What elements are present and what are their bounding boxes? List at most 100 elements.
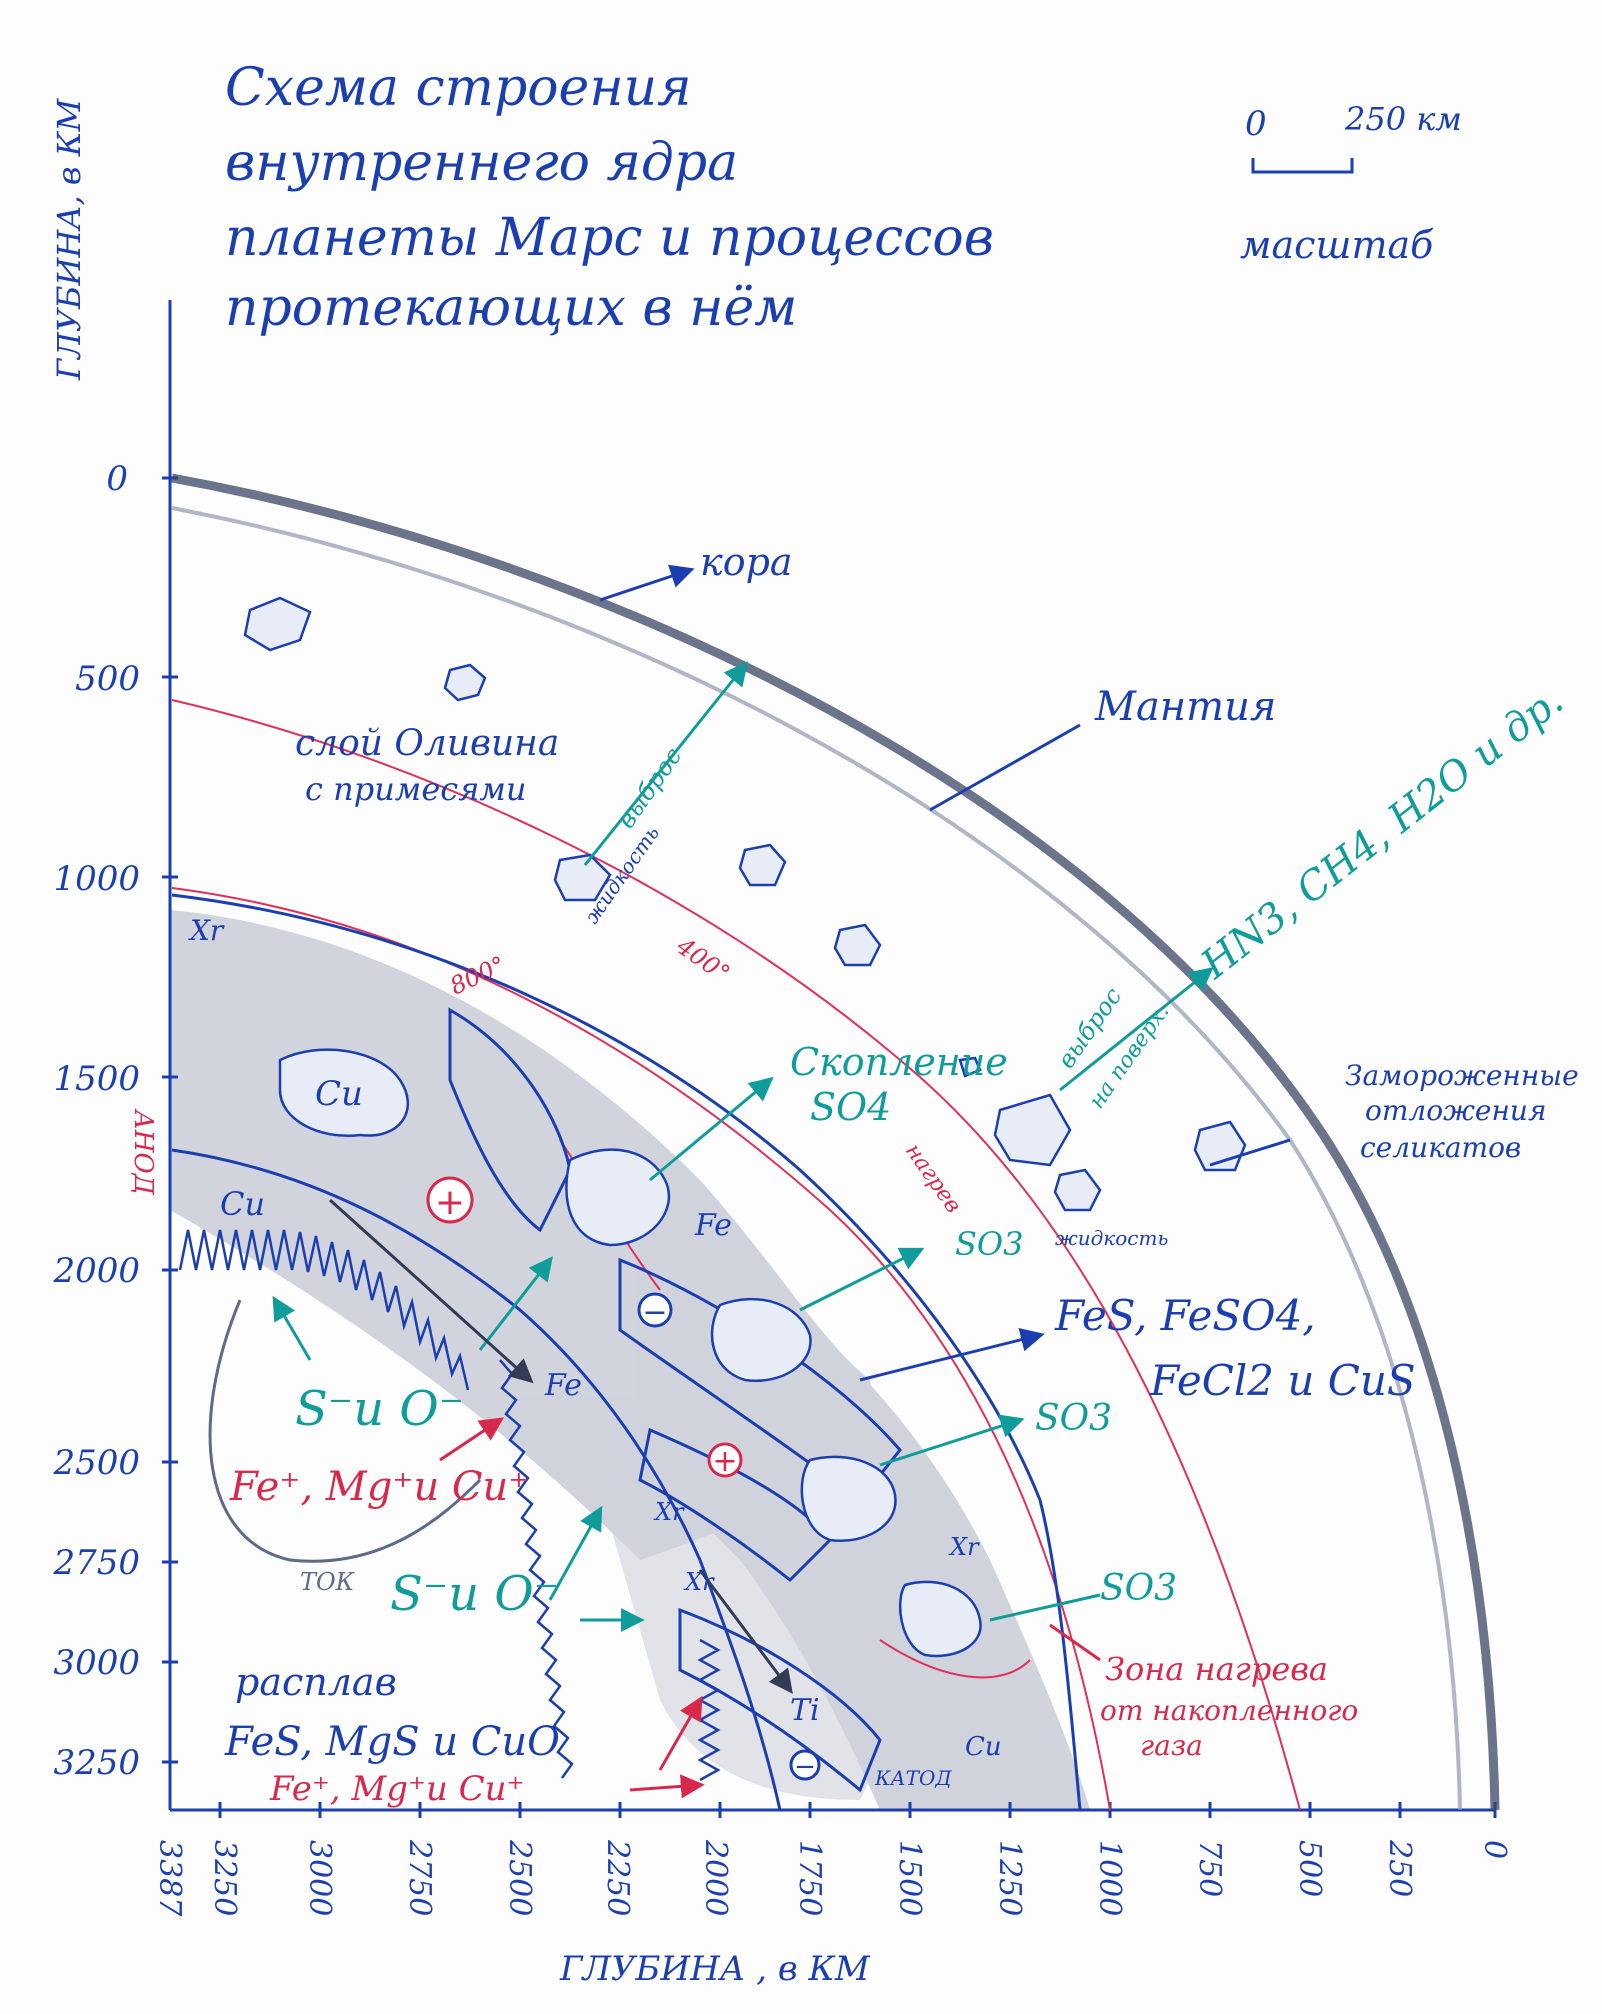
x-tick-750: 750	[1192, 1840, 1227, 1897]
rock-3	[553, 853, 612, 902]
polarity-markers: + − + −	[426, 1176, 821, 1782]
axes	[168, 300, 1495, 1812]
label-so3-1: SO3	[955, 1225, 1024, 1263]
y-tick-1000: 1000	[53, 859, 140, 899]
x-tick-1250: 1250	[992, 1840, 1027, 1916]
scale-value: 250 км	[1344, 100, 1462, 138]
arrow-cu-fe	[328, 1198, 534, 1384]
label-ti: Ti	[790, 1693, 820, 1728]
scale-line	[1251, 158, 1354, 174]
current-loop	[208, 1299, 482, 1563]
clump-mid	[710, 1297, 812, 1383]
plus-mid	[707, 1442, 743, 1478]
label-xr-4: Xr	[948, 1533, 980, 1561]
arrow-so3-2	[879, 1414, 1025, 1467]
x-axis-ticks	[218, 1802, 1497, 1818]
x-tick-2000: 2000	[698, 1839, 733, 1916]
rock-1	[243, 596, 312, 652]
arrow-s-o-2	[548, 1505, 603, 1601]
x-tick-3250: 3250	[207, 1840, 242, 1916]
label-frozen-3: селикатов	[1360, 1131, 1521, 1164]
label-so4: SO4	[810, 1085, 891, 1129]
arrow-skoplenie	[649, 1076, 774, 1182]
y-tick-0: 0	[106, 459, 128, 499]
label-fe-mg-cu-2: Fe⁺, Mg⁺и Cu⁺	[269, 1769, 525, 1809]
title-line-3: планеты Марс и процессов	[225, 208, 994, 268]
clump-xr	[898, 1580, 982, 1658]
title-block: Схема строения внутреннего ядра планеты …	[225, 58, 994, 338]
label-fes-1: FeS, FeSO4,	[1054, 1291, 1316, 1340]
outer-core-boundary	[171, 893, 1082, 1811]
arrow-vybros-1	[583, 661, 748, 866]
label-xr-1: Xr	[188, 914, 225, 947]
electrodes	[178, 1229, 721, 1782]
rock-6	[993, 1093, 1072, 1167]
minus-mid	[637, 1292, 673, 1328]
clump-low	[800, 1455, 897, 1543]
label-xr-3: Xr	[683, 1568, 715, 1596]
arrow-fe-mg-cu-2	[658, 1695, 703, 1771]
label-skoplenie: Скопление	[790, 1040, 1008, 1084]
y-axis-title: ГЛУБИНА, в КМ	[50, 98, 88, 381]
anode-plus-large	[426, 1176, 474, 1224]
minus-mid-sign: −	[642, 1295, 667, 1330]
zigzag-upper	[178, 1229, 470, 1391]
y-tick-1500: 1500	[53, 1059, 140, 1099]
anode-plus-large-sign: +	[435, 1182, 465, 1223]
arrow-vybros-2	[1059, 967, 1214, 1092]
label-s-o-2: S⁻и O⁻	[390, 1566, 559, 1622]
label-t800: 800°	[446, 951, 510, 1001]
arrow-fe-mg-cu-1	[439, 1417, 504, 1462]
label-cu-3: Cu	[965, 1732, 1002, 1762]
arrow-kora	[599, 564, 695, 602]
clump-fe	[565, 1148, 671, 1247]
arrow-frozen	[1209, 1138, 1291, 1167]
title-line-2: внутреннего ядра	[225, 133, 738, 193]
rock-2	[443, 663, 487, 702]
arrow-fe-mg-cu-3	[629, 1774, 705, 1799]
label-nagrev: нагрев	[900, 1139, 966, 1218]
label-zone-1: Зона нагрева	[1105, 1650, 1328, 1688]
x-tick-3000: 3000	[302, 1840, 337, 1916]
plus-mid-sign: +	[712, 1444, 737, 1479]
block-outline-a	[448, 1007, 572, 1233]
scale-zero: 0	[1245, 104, 1267, 144]
label-cu-2: Cu	[220, 1185, 265, 1223]
zigzag-bottom	[697, 1638, 721, 1782]
label-anod: АНОД	[128, 1108, 158, 1196]
y-tick-2750: 2750	[52, 1543, 140, 1583]
title-line-1: Схема строения	[225, 58, 692, 118]
inner-core-boundary	[171, 1148, 782, 1811]
arrows	[272, 564, 1291, 1799]
x-tick-1000: 1000	[1092, 1840, 1127, 1916]
zigzag-lower	[499, 1359, 574, 1779]
rock-4	[738, 843, 787, 887]
rock-5	[833, 923, 882, 967]
isotherm-400	[171, 699, 1301, 1811]
y-tick-3000: 3000	[53, 1643, 140, 1683]
arrow-mantiya	[929, 723, 1081, 812]
x-tick-1750: 1750	[792, 1840, 827, 1916]
minus-bottom-sign: −	[794, 1752, 816, 1782]
label-xr-2: Xr	[653, 1498, 685, 1526]
label-olivine-2: с примесями	[305, 770, 527, 808]
x-tick-2750: 2750	[402, 1839, 437, 1916]
label-zone-2: от накопленного	[1100, 1694, 1358, 1727]
y-axis-ticks	[162, 476, 178, 1764]
x-tick-1500: 1500	[892, 1840, 927, 1916]
label-t400: 400°	[671, 931, 735, 988]
heat-zone-boundary	[879, 1639, 1031, 1679]
arrow-s-o-1	[272, 1295, 312, 1361]
clumps	[243, 596, 1247, 1658]
y-tick-2000: 2000	[52, 1251, 140, 1291]
crust-shell	[171, 473, 1500, 1811]
arrow-fe-up	[478, 1256, 553, 1351]
x-axis-tick-labels: 3387 3250 3000 2750 2500 2250 2000 1750 …	[152, 1839, 1512, 1917]
label-fe-2: Fe	[544, 1368, 582, 1403]
label-katod: КАТОД	[874, 1766, 952, 1790]
scale-bar: 0 250 км масштаб	[1240, 100, 1462, 267]
label-vybros-1: выброс	[612, 742, 687, 833]
label-tok: ТОК	[300, 1568, 356, 1596]
label-rasplav: расплав	[235, 1660, 397, 1704]
